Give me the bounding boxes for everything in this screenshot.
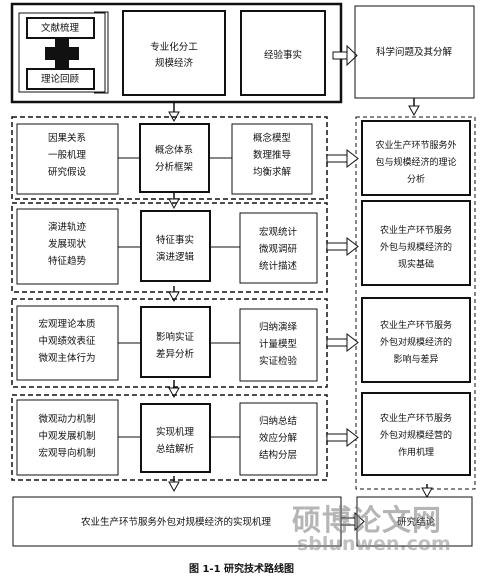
- row-center-text: 分析框架: [155, 161, 194, 173]
- specialization-label-2: 规模经济: [155, 57, 194, 69]
- row-right-text: 计量模型: [259, 338, 298, 350]
- figure-caption: 图 1-1 研究技术路线图: [188, 564, 295, 575]
- literature-label: 文献梳理: [41, 22, 80, 34]
- side-frame: [355, 116, 476, 490]
- row-right-text: 归纳演绎: [259, 321, 298, 333]
- row-right-text: 效应分解: [259, 432, 298, 444]
- row-arrow-to-side: [326, 427, 359, 448]
- row-right-box: [239, 402, 318, 476]
- row-frame: [11, 298, 328, 388]
- arrow-row2-to-row3: [168, 286, 180, 303]
- row-right-text: 微观调研: [259, 243, 298, 255]
- row-side-text: 农业生产环节服务: [380, 412, 452, 424]
- row-left-text: 特征趋势: [48, 255, 87, 267]
- row-right-text: 归纳总结: [259, 415, 297, 427]
- row-arrow-to-side: [326, 236, 359, 257]
- arrow-row4-to-bottom: [168, 476, 180, 493]
- arrow-side-to-conclusion: [421, 484, 433, 499]
- arrow-row1-to-row2: [168, 192, 180, 210]
- watermark-url: sblunwen.com: [297, 533, 451, 555]
- row-side-text: 农业生产环节服务: [380, 319, 452, 331]
- science-label: 科学问题及其分解: [376, 46, 453, 58]
- row-right-box: [231, 123, 313, 195]
- row-center-text: 总结解析: [156, 443, 195, 455]
- row-right-box: [239, 212, 318, 284]
- row-center-box: [140, 210, 211, 282]
- row-left-text: 微观动力机制: [38, 413, 95, 425]
- row-center-text: 特征事实: [156, 234, 194, 246]
- row-side-box: [361, 200, 471, 286]
- row-left-text: 宏观理论本质: [38, 318, 96, 330]
- arrow-row3-to-row4: [168, 380, 180, 399]
- row-center-box: [140, 403, 211, 473]
- row-left-box: [16, 123, 119, 195]
- row-center-text: 概念体系: [155, 144, 193, 156]
- row-side-text: 农业生产环节服务: [380, 224, 452, 236]
- row-4: 微观动力机制 中观发展机制 宏观导向机制 实现机理 总结解析 归纳总结 效应分解…: [11, 392, 471, 481]
- review-bracket: [94, 11, 109, 94]
- row-side-text: 外包对规模经营的: [380, 429, 452, 441]
- row-center-text: 差异分析: [156, 348, 195, 360]
- row-side-text: 影响与差异: [393, 353, 438, 365]
- row-right-text: 宏观统计: [259, 226, 298, 238]
- specialization-box: [122, 10, 226, 96]
- row-3: 宏观理论本质 中观绩效表征 微观主体行为 影响实证 差异分析 归纳演绎 计量模型…: [11, 297, 471, 388]
- conclusion-box: [356, 496, 473, 547]
- arrow-science-to-side: [408, 98, 420, 117]
- row-right-text: 统计描述: [259, 260, 298, 272]
- row-right-text: 概念模型: [253, 132, 292, 144]
- row-arrow-to-side: [326, 148, 359, 169]
- row-side-box: [361, 392, 471, 476]
- row-right-text: 均衡求解: [253, 166, 292, 178]
- row-left-text: 演进轨迹: [48, 221, 87, 233]
- watermark-text: 硕博论文网: [292, 503, 443, 537]
- row-left-text: 一般机理: [48, 149, 87, 161]
- row-side-text: 外包与规模经济的: [380, 241, 452, 253]
- row-left-text: 发展现状: [48, 238, 87, 250]
- review-box: [18, 12, 106, 93]
- row-side-box: [361, 297, 471, 383]
- row-center-box: [140, 306, 211, 378]
- plus-icon: [45, 37, 79, 70]
- fact-label: 经验事实: [264, 49, 302, 61]
- mechanism-label: 农业生产环节服务外包对规模经济的实现机理: [81, 516, 272, 528]
- row-side-text: 外包对规模经济的: [380, 336, 452, 348]
- row-right-text: 实证检验: [259, 355, 298, 367]
- row-arrow-to-side: [326, 332, 359, 353]
- row-left-text: 研究假设: [48, 166, 87, 178]
- theory-label: 理论回顾: [41, 73, 80, 85]
- row-left-text: 微观主体行为: [38, 352, 95, 364]
- fact-box: [240, 10, 326, 96]
- row-center-text: 实现机理: [156, 426, 195, 438]
- row-2: 演进轨迹 发展现状 特征趋势 特征事实 演进逻辑 宏观统计 微观调研 统计描述 …: [11, 200, 471, 293]
- arrow-to-science: [332, 44, 358, 67]
- row-left-text: 中观发展机制: [38, 430, 95, 442]
- specialization-label-1: 专业化分工: [150, 41, 198, 53]
- row-side-text: 分析: [407, 173, 425, 185]
- row-1: 因果关系 一般机理 研究假设 概念体系 分析框架 概念模型 数理推导 均衡求解 …: [11, 116, 471, 200]
- row-right-text: 结构分层: [259, 449, 297, 461]
- row-right-box: [239, 308, 318, 382]
- row-right-text: 数理推导: [253, 149, 291, 161]
- row-center-box: [139, 123, 210, 193]
- row-left-text: 宏观导向机制: [38, 447, 95, 459]
- row-center-text: 演进逻辑: [156, 251, 195, 263]
- row-side-text: 作用机理: [398, 446, 434, 458]
- row-side-text: 农业生产环节服务外: [375, 139, 456, 151]
- theory-box: [26, 68, 95, 90]
- row-side-text: 包与规模经济的理论: [375, 156, 456, 168]
- conclusion-label: 研究结论: [397, 516, 436, 528]
- row-side-text: 现实基础: [398, 258, 434, 270]
- row-left-text: 中观绩效表征: [38, 335, 96, 347]
- row-left-text: 因果关系: [48, 132, 86, 144]
- row-center-text: 影响实证: [156, 331, 195, 343]
- arrow-top-to-row1: [168, 102, 180, 123]
- row-side-box: [361, 120, 471, 196]
